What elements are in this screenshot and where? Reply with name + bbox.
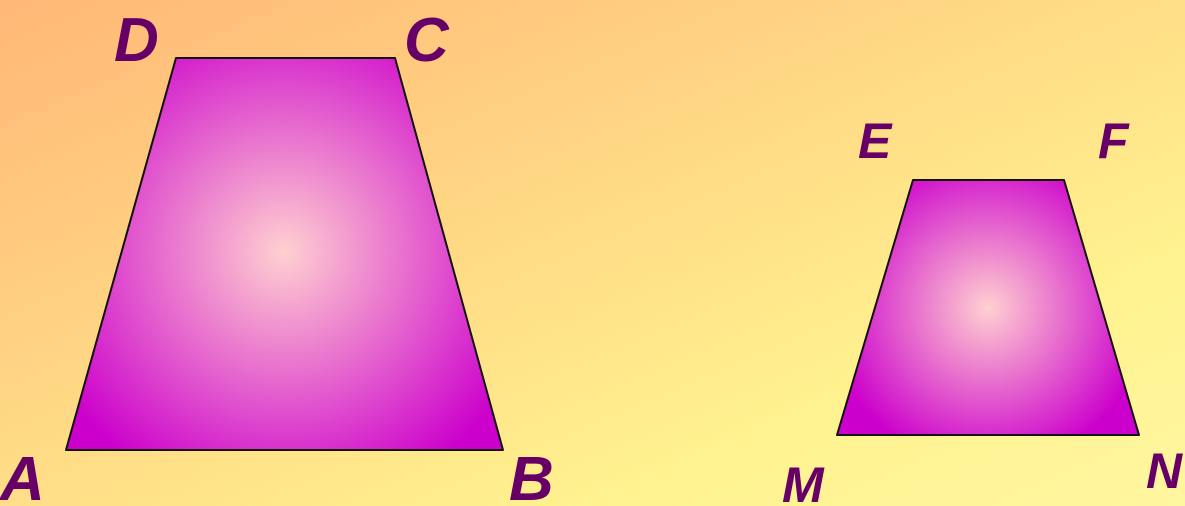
trapezoid-mnfe — [836, 179, 1140, 436]
vertex-label-d: D — [114, 6, 159, 75]
vertex-label-c: C — [404, 6, 450, 75]
vertex-label-n: N — [1146, 443, 1183, 499]
vertex-label-b: B — [509, 445, 554, 506]
vertex-label-m: M — [782, 457, 825, 506]
vertex-label-a: A — [0, 445, 45, 506]
vertex-label-f: F — [1098, 113, 1130, 169]
vertex-label-e: E — [858, 113, 893, 169]
trapezoid-abcd — [65, 57, 504, 451]
